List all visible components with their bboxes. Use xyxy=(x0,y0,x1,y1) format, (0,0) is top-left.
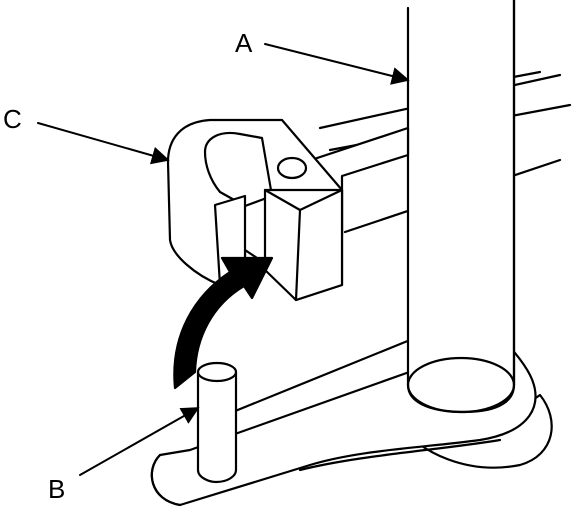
vertical-post xyxy=(406,0,516,414)
insertion-arrow xyxy=(173,256,274,390)
leader-lines xyxy=(37,43,410,476)
leader-a xyxy=(264,43,410,85)
callout-a: A xyxy=(235,28,253,58)
callout-c: C xyxy=(3,104,22,134)
leader-b xyxy=(79,407,200,476)
slotted-bracket xyxy=(166,118,344,302)
leader-c xyxy=(37,122,170,165)
locating-pin xyxy=(196,361,238,484)
callout-b: B xyxy=(48,474,65,504)
